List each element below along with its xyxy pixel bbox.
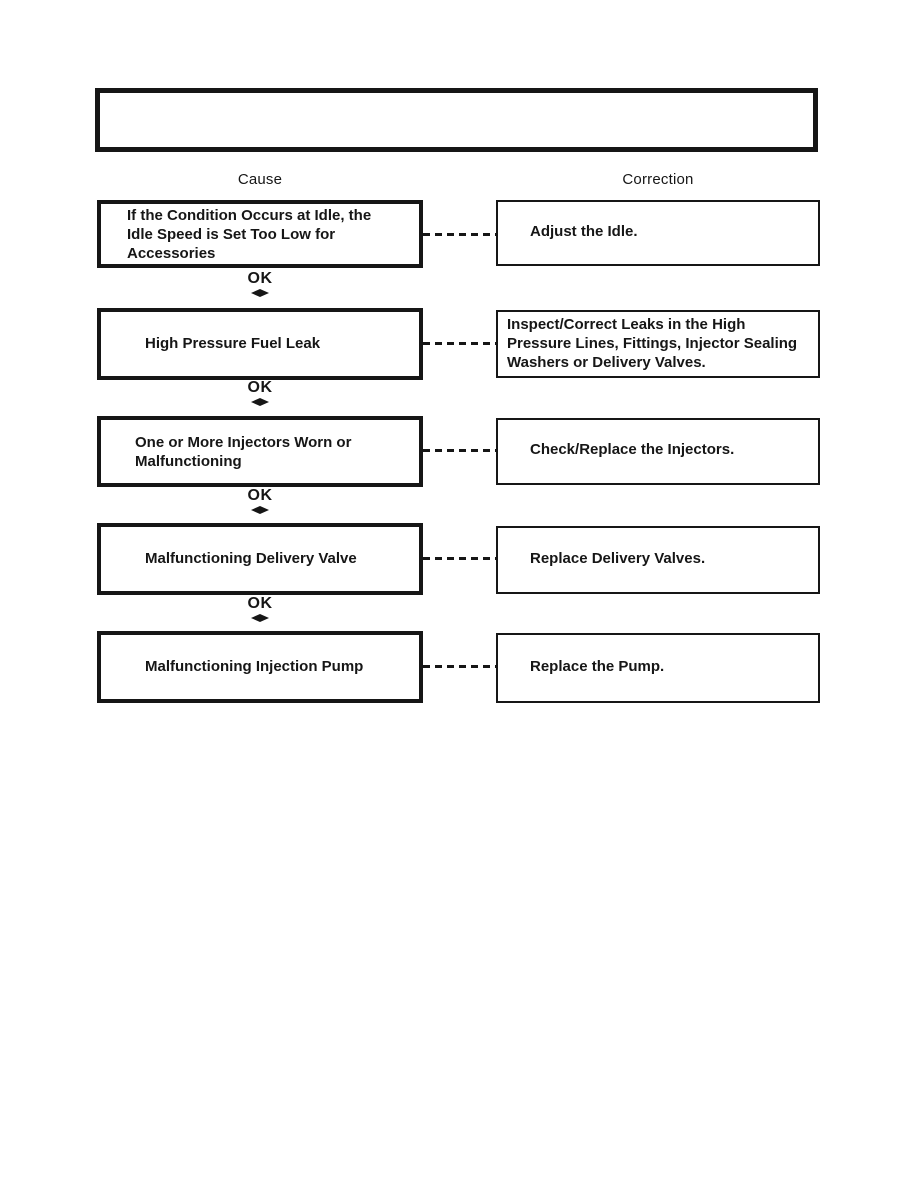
correction-text-3: Check/Replace the Injectors. [530,441,735,458]
dashed-connector-3 [423,449,496,452]
dashed-connector-1 [423,233,496,236]
correction-box-3: Check/Replace the Injectors. [496,418,820,485]
cause-box-1: If the Condition Occurs at Idle, the Idl… [97,200,423,268]
cause-text-2: High Pressure Fuel Leak [145,334,321,352]
cause-box-2: High Pressure Fuel Leak [97,308,423,380]
down-arrow-icon [251,614,269,622]
correction-text-4: Replace Delivery Valves. [530,549,706,567]
cause-column-header: Cause [237,171,283,188]
cause-box-5: Malfunctioning Injection Pump [97,631,423,703]
cause-box-4: Malfunctioning Delivery Valve [97,523,423,595]
cause-text-4: Malfunctioning Delivery Valve [145,549,357,567]
cause-text-1: If the Condition Occurs at Idle, the Idl… [127,206,372,262]
dashed-connector-4 [423,557,496,560]
correction-column-header: Correction [622,171,694,188]
ok-label: OK [247,487,273,504]
ok-separator-4: OK [230,596,290,624]
correction-box-4: Replace Delivery Valves. [496,526,820,594]
correction-box-1: Adjust the Idle. [496,200,820,266]
cause-text-5: Malfunctioning Injection Pump [145,657,364,675]
correction-text-2: Inspect/Correct Leaks in the High Pressu… [507,315,798,371]
down-arrow-icon [251,289,269,297]
cause-box-3: One or More Injectors Worn or Malfunctio… [97,416,423,487]
down-arrow-icon [251,506,269,514]
down-arrow-icon [251,398,269,406]
dashed-connector-2 [423,342,496,345]
correction-text-5: Replace the Pump. [530,657,665,675]
ok-label: OK [247,270,273,287]
ok-separator-3: OK [230,488,290,516]
ok-separator-1: OK [230,271,290,299]
dashed-connector-5 [423,665,496,668]
ok-label: OK [247,595,273,612]
correction-text-1: Adjust the Idle. [530,222,638,240]
cause-text-3: One or More Injectors Worn or Malfunctio… [135,433,352,470]
ok-label: OK [247,379,273,396]
correction-box-5: Replace the Pump. [496,633,820,703]
ok-separator-2: OK [230,380,290,408]
correction-box-2: Inspect/Correct Leaks in the High Pressu… [496,310,820,378]
title-box [95,88,818,152]
